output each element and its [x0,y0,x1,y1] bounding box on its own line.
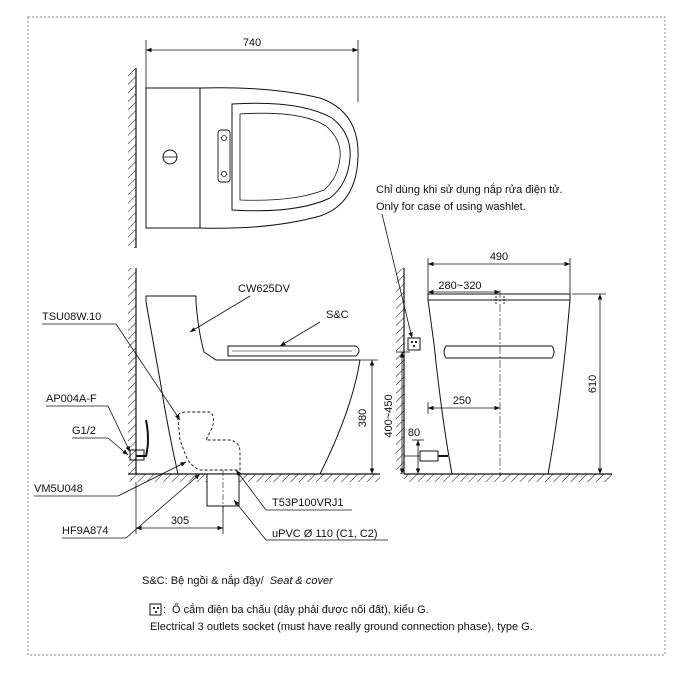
pipe-label: uPVC Ø 110 (C1, C2) [272,528,378,540]
side-view-trap [177,411,241,471]
top-view-seat [231,102,351,212]
legend-socket-vi: Ổ cắm điện ba chấu (dây phải được nối đấ… [172,603,429,616]
front-view-body [427,293,571,475]
drain-fitting-label: T53P100VRJ1 [272,497,344,509]
note-vi: Chỉ dùng khi sử dụng nắp rửa điện tử. [376,183,563,196]
dim-610-label: 610 [587,375,599,393]
side-view-floor-hatch [128,474,380,482]
dim-380-label: 380 [357,409,369,427]
side-view-tank [145,295,360,361]
side-view: 305 380 CW625DV S&C TSU08W.10 AP004A-F G… [34,268,388,541]
top-view-wall-hatch [128,68,136,248]
thread-label: G1/2 [72,425,96,437]
legend-sc-en: Seat & cover [270,575,334,587]
dim-305-label: 305 [171,515,189,527]
top-view-tank [145,87,201,229]
dim-740-label: 740 [243,37,261,49]
legend-sc-vi: S&C: Bệ ngồi & nắp đậy/ [142,574,265,587]
side-view-seat [227,345,360,357]
valve-code-label: VM5U048 [34,483,83,495]
top-view-hinge [217,129,231,183]
tank-fitting-label: TSU08W.10 [42,311,101,323]
front-view-seat [443,345,555,359]
side-view-wall-hatch [128,268,136,474]
dim-490-label: 490 [490,251,508,263]
dim-250-label: 250 [453,395,471,407]
dim-280-320-label: 280~320 [438,280,481,292]
stop-valve-label: AP004A-F [46,393,97,405]
svg-text::: : [163,604,166,616]
legend: S&C: Bệ ngồi & nắp đậy/ Seat & cover : Ổ… [142,574,533,633]
note-en: Only for case of using washlet. [376,201,526,213]
supply-hose [136,419,149,457]
flange-code-label: HF9A874 [62,525,108,537]
top-view: 740 [128,37,359,248]
top-view-bowl [199,87,359,229]
front-view-floor-hatch [404,474,612,482]
legend-socket-en: Electrical 3 outlets socket (must have r… [150,621,533,633]
drawing-border [27,16,666,656]
front-view-valve [419,450,439,462]
legend-socket-icon [149,603,162,616]
seat-label: S&C [326,309,349,321]
side-view-bowl [319,359,361,475]
dim-80-label: 80 [408,427,420,439]
front-view: Chỉ dùng khi sử dụng nắp rửa điện tử. On… [376,183,612,482]
legend-sc: S&C: Bệ ngồi & nắp đậy/ Seat & cover [142,574,334,587]
model-label: CW625DV [238,283,291,295]
dim-400-450-label: 400~450 [383,394,395,437]
socket-icon [407,337,421,351]
